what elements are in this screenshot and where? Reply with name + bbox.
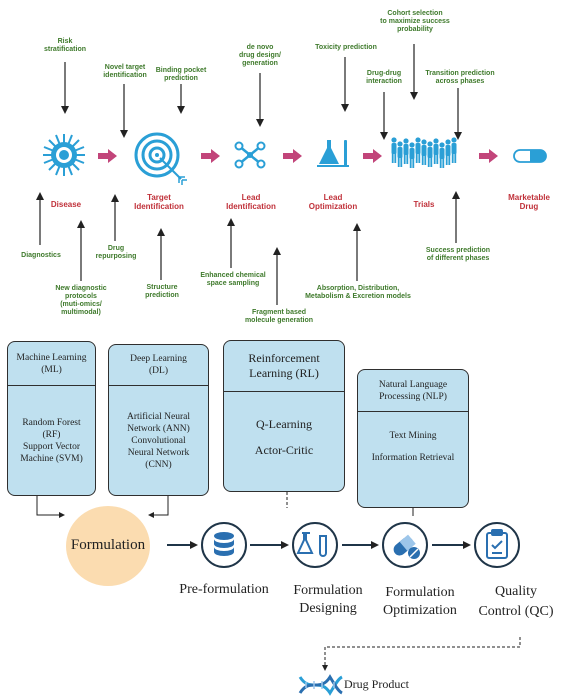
beakers-icon: [296, 532, 327, 557]
step-label-qc: Quality Control (QC): [478, 584, 554, 619]
box-ml-body: Random Forest (RF) Support Vector Machin…: [20, 418, 83, 464]
box-machine-learning: Machine Learning (ML) Random Forest (RF)…: [7, 341, 96, 496]
box-nlp-title: Natural Language Processing (NLP): [358, 370, 468, 412]
virus-icon: [43, 134, 85, 176]
label-fragment-based: Fragment based molecule generation: [244, 309, 314, 324]
box-deep-learning: Deep Learning (DL) Artificial Neural Net…: [108, 344, 209, 496]
label-drug-drug: Drug-drug interaction: [366, 70, 402, 85]
label-de-novo: de novo drug design/ generation: [239, 44, 281, 67]
stage-marketable-drug: Marketable Drug: [508, 193, 550, 211]
stage-lead-optimization: Lead Optimization: [308, 193, 358, 211]
connector-dl-formulation: [148, 496, 169, 518]
flask-icon: [317, 140, 349, 167]
formulation-label: Formulation: [70, 537, 146, 553]
molecule-icon: [234, 141, 266, 169]
label-drug-repurposing: Drug repurposing: [95, 245, 137, 260]
label-risk-stratification: Risk stratification: [43, 38, 86, 53]
box-rl-title: Reinforcement Learning (RL): [224, 341, 344, 392]
database-icon: [214, 532, 234, 556]
dna-icon: [298, 674, 343, 696]
connector-qc-product: [322, 637, 521, 671]
drug-product-label: Drug Product: [344, 677, 409, 691]
step-circle-designing: [292, 522, 338, 568]
label-cohort: Cohort selection to maximize success pro…: [380, 10, 450, 33]
label-structure-prediction: Structure prediction: [145, 284, 179, 299]
box-nlp: Natural Language Processing (NLP) Text M…: [357, 369, 469, 508]
stage-target-identification: Target Identification: [134, 193, 184, 211]
step-label-optimization: Formulation Optimization: [383, 585, 457, 618]
box-nlp-body: Text Mining Information Retrieval: [371, 430, 455, 463]
label-binding-pocket: Binding pocket prediction: [155, 67, 207, 82]
box-dl-body: Artificial Neural Network (ANN) Convolut…: [126, 412, 191, 470]
box-ml-title: Machine Learning (ML): [8, 342, 95, 386]
label-new-diagnostic: New diagnostic protocols (muti-omics/ mu…: [55, 285, 107, 316]
label-novel-target: Novel target identification: [103, 64, 147, 79]
pills-icon: [393, 534, 420, 559]
stage-trials: Trials: [413, 200, 435, 209]
step-label-designing: Formulation Designing: [293, 583, 363, 616]
stage-arrow-3: [283, 149, 302, 163]
label-admet: Absorption, Distribution, Metabolism & E…: [305, 285, 411, 300]
stage-arrow-1: [98, 149, 117, 163]
stage-lead-identification: Lead Identification: [226, 193, 276, 211]
step-label-pre-formulation: Pre-formulation: [179, 582, 269, 597]
stage-arrow-4: [363, 149, 382, 163]
label-success-prediction: Success prediction of different phases: [425, 247, 491, 262]
target-icon: [134, 132, 187, 185]
crowd-icon: [391, 137, 457, 168]
stage-arrows: [98, 149, 498, 163]
box-reinforcement-learning: Reinforcement Learning (RL) Q-Learning A…: [223, 340, 345, 492]
label-transition: Transition prediction across phases: [425, 70, 495, 85]
label-enhanced-chemical: Enhanced chemical space sampling: [200, 272, 266, 287]
stage-arrow-2: [201, 149, 220, 163]
stage-arrow-5: [479, 149, 498, 163]
connector-ml-formulation: [36, 496, 65, 518]
label-diagnostics: Diagnostics: [21, 252, 61, 259]
box-dl-title: Deep Learning (DL): [109, 345, 208, 386]
box-rl-body: Q-Learning Actor-Critic: [254, 416, 314, 457]
clipboard-check-icon: [486, 529, 508, 559]
label-toxicity: Toxicity prediction: [315, 44, 377, 51]
stage-disease: Disease: [50, 200, 82, 209]
formulation-circle: [66, 506, 150, 586]
pill-capsule-icon: [513, 149, 547, 163]
step-circle-optimization: [382, 522, 428, 568]
